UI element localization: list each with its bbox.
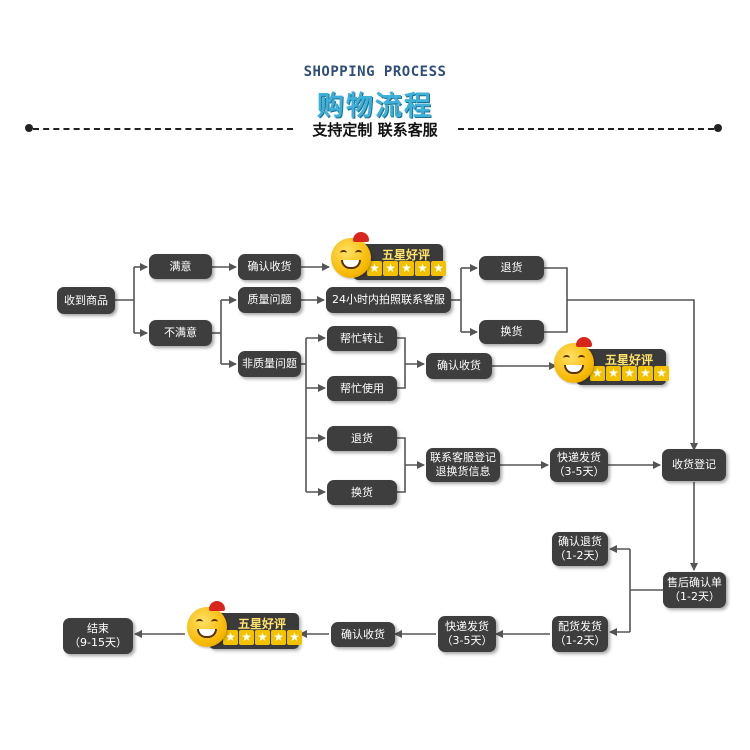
- smiley-thumbs-up-icon: [187, 601, 227, 647]
- node-dispatch-ship: 配货发货 （1-2天）: [552, 616, 608, 652]
- title-english: SHOPPING PROCESS: [303, 64, 447, 80]
- star-icon: ★: [622, 366, 637, 381]
- star-icon: ★: [271, 630, 286, 645]
- node-contact-service-24h: 24小时内拍照联系客服: [326, 287, 451, 313]
- title-chinese: 购物流程: [317, 91, 433, 122]
- node-end: 结束 （9-15天）: [63, 618, 133, 654]
- star-icon: ★: [638, 366, 653, 381]
- star-icon: ★: [287, 630, 302, 645]
- star-icon: ★: [654, 366, 669, 381]
- badge-stars: ★★★★★: [590, 366, 669, 381]
- node-return-1: 退货: [479, 256, 544, 280]
- line-help-merge: [397, 337, 406, 389]
- five-star-badge-3: 五星好评 ★★★★★: [187, 601, 302, 652]
- node-confirm-receipt-3: 确认收货: [331, 622, 395, 647]
- node-express-ship-2: 快递发货 （3-5天）: [438, 616, 496, 652]
- divider-dot-left: [25, 124, 33, 132]
- node-receive-goods: 收到商品: [57, 287, 115, 314]
- star-icon: ★: [399, 261, 414, 276]
- node-exchange-1: 换货: [479, 320, 544, 344]
- divider-dash-right: [458, 128, 714, 130]
- five-star-badge-2: 五星好评 ★★★★★: [554, 337, 669, 388]
- smiley-thumbs-up-icon: [554, 337, 594, 383]
- five-star-badge-1: 五星好评 ★★★★★: [331, 232, 446, 283]
- node-quality-issue: 质量问题: [238, 287, 301, 313]
- node-exchange-2: 换货: [327, 480, 397, 505]
- line-return-exchange-merge: [544, 267, 568, 333]
- node-after-sales-confirm: 售后确认单 （1-2天）: [663, 572, 726, 608]
- line-return-exchange2-merge: [397, 437, 406, 493]
- node-help-transfer: 帮忙转让: [327, 326, 397, 351]
- node-satisfied: 满意: [149, 254, 212, 279]
- node-return-2: 退货: [327, 426, 397, 451]
- star-icon: ★: [590, 366, 605, 381]
- node-not-satisfied: 不满意: [149, 320, 212, 346]
- smiley-thumbs-up-icon: [331, 232, 371, 278]
- node-register-info: 联系客服登记 退换货信息: [426, 448, 500, 482]
- divider-dot-right: [714, 124, 722, 132]
- star-icon: ★: [239, 630, 254, 645]
- node-receipt-register: 收货登记: [662, 449, 726, 481]
- tagline: 支持定制 联系客服: [312, 121, 438, 139]
- node-confirm-receipt-1: 确认收货: [238, 254, 301, 280]
- node-confirm-receipt-2: 确认收货: [426, 353, 492, 379]
- star-icon: ★: [415, 261, 430, 276]
- badge-stars: ★★★★★: [223, 630, 302, 645]
- star-icon: ★: [223, 630, 238, 645]
- badge-stars: ★★★★★: [367, 261, 446, 276]
- divider-dash-left: [33, 128, 293, 130]
- node-non-quality-issue: 非质量问题: [238, 351, 301, 377]
- badge-label: 五星好评: [604, 353, 653, 367]
- badge-label: 五星好评: [381, 248, 430, 262]
- star-icon: ★: [431, 261, 446, 276]
- star-icon: ★: [606, 366, 621, 381]
- badge-label: 五星好评: [237, 617, 286, 631]
- star-icon: ★: [383, 261, 398, 276]
- star-icon: ★: [367, 261, 382, 276]
- line-merge-to-receipt-register: [567, 299, 698, 451]
- node-express-ship-1: 快递发货 （3-5天）: [550, 448, 608, 482]
- node-confirm-return: 确认退货 （1-2天）: [552, 532, 608, 566]
- node-help-use: 帮忙使用: [327, 376, 397, 401]
- star-icon: ★: [255, 630, 270, 645]
